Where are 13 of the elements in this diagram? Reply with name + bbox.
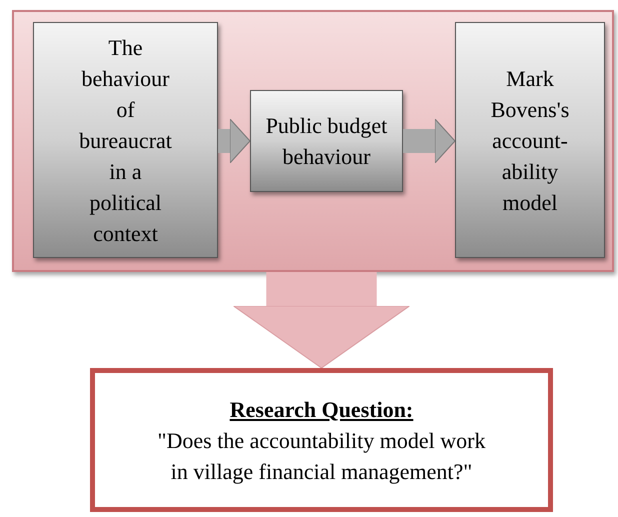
group-panel	[12, 10, 614, 272]
block-arrow	[403, 118, 456, 164]
box-label: The behaviour of bureaucrat in a political context	[78, 34, 173, 248]
process-box	[455, 22, 605, 258]
question-heading: Research Question:	[230, 396, 414, 424]
box-label: Mark Bovens's account-ability model	[490, 64, 570, 216]
block-arrow	[233, 272, 410, 368]
block-arrow	[218, 118, 250, 164]
question-text: "Does the accountability model work in village financial management?"	[156, 426, 486, 486]
process-box	[250, 90, 403, 192]
question-box	[90, 368, 553, 512]
process-box	[33, 22, 218, 258]
box-label: Public budget behaviour	[264, 112, 388, 171]
